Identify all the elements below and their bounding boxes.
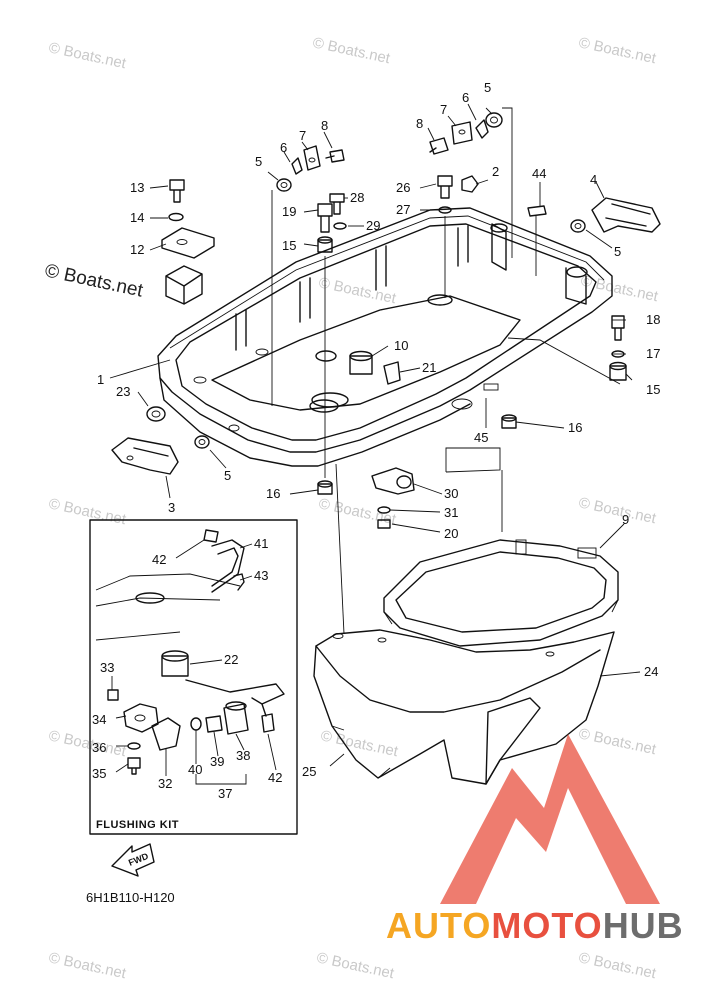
callout-7-left: 7 (299, 128, 306, 143)
fwd-arrow: FWD (111, 843, 155, 877)
callout-12: 12 (130, 242, 144, 257)
callouts: 13 14 12 1 23 3 5 5 6 7 8 19 15 28 29 10… (92, 80, 660, 801)
upper-hardware (111, 112, 661, 529)
callout-13: 13 (130, 180, 144, 195)
callout-38: 38 (236, 748, 250, 763)
watermark: © Boats.net (577, 34, 658, 67)
callout-25: 25 (302, 764, 316, 779)
automotohub-logo: AUTOMOTOHUB (386, 734, 684, 946)
callout-2: 2 (492, 164, 499, 179)
seal-and-apron (313, 539, 619, 785)
callout-4: 4 (590, 172, 597, 187)
leader-lines (109, 103, 641, 776)
callout-45: 45 (474, 430, 488, 445)
callout-22: 22 (224, 652, 238, 667)
watermark-large: © Boats.net (43, 260, 145, 301)
callout-23: 23 (116, 384, 130, 399)
watermark: © Boats.net (577, 725, 658, 758)
watermark: © Boats.net (315, 949, 396, 982)
callout-42-upper: 42 (152, 552, 166, 567)
callout-14: 14 (130, 210, 144, 225)
callout-44: 44 (532, 166, 546, 181)
callout-40: 40 (188, 762, 202, 777)
callout-37: 37 (218, 786, 232, 801)
watermark: © Boats.net (311, 34, 392, 67)
callout-8-right: 8 (416, 116, 423, 131)
watermark: © Boats.net (317, 495, 398, 528)
callout-21: 21 (422, 360, 436, 375)
callout-32: 32 (158, 776, 172, 791)
logo-text-moto: MOTO (491, 905, 602, 946)
logo-text: AUTOMOTOHUB (386, 905, 684, 946)
logo-mark (440, 734, 660, 904)
callout-15-right: 15 (646, 382, 660, 397)
callout-1: 1 (97, 372, 104, 387)
callout-5-left: 5 (255, 154, 262, 169)
watermark: © Boats.net (47, 495, 128, 528)
watermark: © Boats.net (47, 949, 128, 982)
callout-17: 17 (646, 346, 660, 361)
callout-34: 34 (92, 712, 106, 727)
callout-3: 3 (168, 500, 175, 515)
watermark: © Boats.net (577, 949, 658, 982)
callout-30: 30 (444, 486, 458, 501)
callout-31: 31 (444, 505, 458, 520)
logo-text-auto: AUTO (386, 905, 491, 946)
callout-29: 29 (366, 218, 380, 233)
callout-5-right: 5 (614, 244, 621, 259)
callout-26: 26 (396, 180, 410, 195)
watermark: © Boats.net (319, 727, 400, 760)
callout-6-left: 6 (280, 140, 287, 155)
watermark: © Boats.net (47, 39, 128, 72)
logo-text-hub: HUB (603, 905, 684, 946)
callout-27: 27 (396, 202, 410, 217)
callout-10: 10 (394, 338, 408, 353)
callout-18: 18 (646, 312, 660, 327)
callout-33: 33 (100, 660, 114, 675)
callout-16-right: 16 (568, 420, 582, 435)
watermark: © Boats.net (47, 727, 128, 760)
callout-8-left: 8 (321, 118, 328, 133)
flushing-kit-label: FLUSHING KIT (96, 819, 179, 831)
callout-6-right: 6 (462, 90, 469, 105)
callout-42-lower: 42 (268, 770, 282, 785)
callout-16-left: 16 (266, 486, 280, 501)
callout-41: 41 (254, 536, 268, 551)
callout-19: 19 (282, 204, 296, 219)
callout-5-top: 5 (484, 80, 491, 95)
callout-36: 36 (92, 740, 106, 755)
callout-15-left: 15 (282, 238, 296, 253)
callout-5-lower: 5 (224, 468, 231, 483)
callout-20: 20 (444, 526, 458, 541)
callout-43: 43 (254, 568, 268, 583)
callout-35: 35 (92, 766, 106, 781)
callout-9: 9 (622, 512, 629, 527)
callout-39: 39 (210, 754, 224, 769)
callout-7-right: 7 (440, 102, 447, 117)
watermark: © Boats.net (577, 494, 658, 527)
callout-28: 28 (350, 190, 364, 205)
bottom-cowling (157, 207, 613, 467)
diagram-code: 6H1B110-H120 (86, 890, 175, 905)
watermarks: © Boats.net © Boats.net © Boats.net © Bo… (43, 34, 660, 982)
callout-24: 24 (644, 664, 658, 679)
